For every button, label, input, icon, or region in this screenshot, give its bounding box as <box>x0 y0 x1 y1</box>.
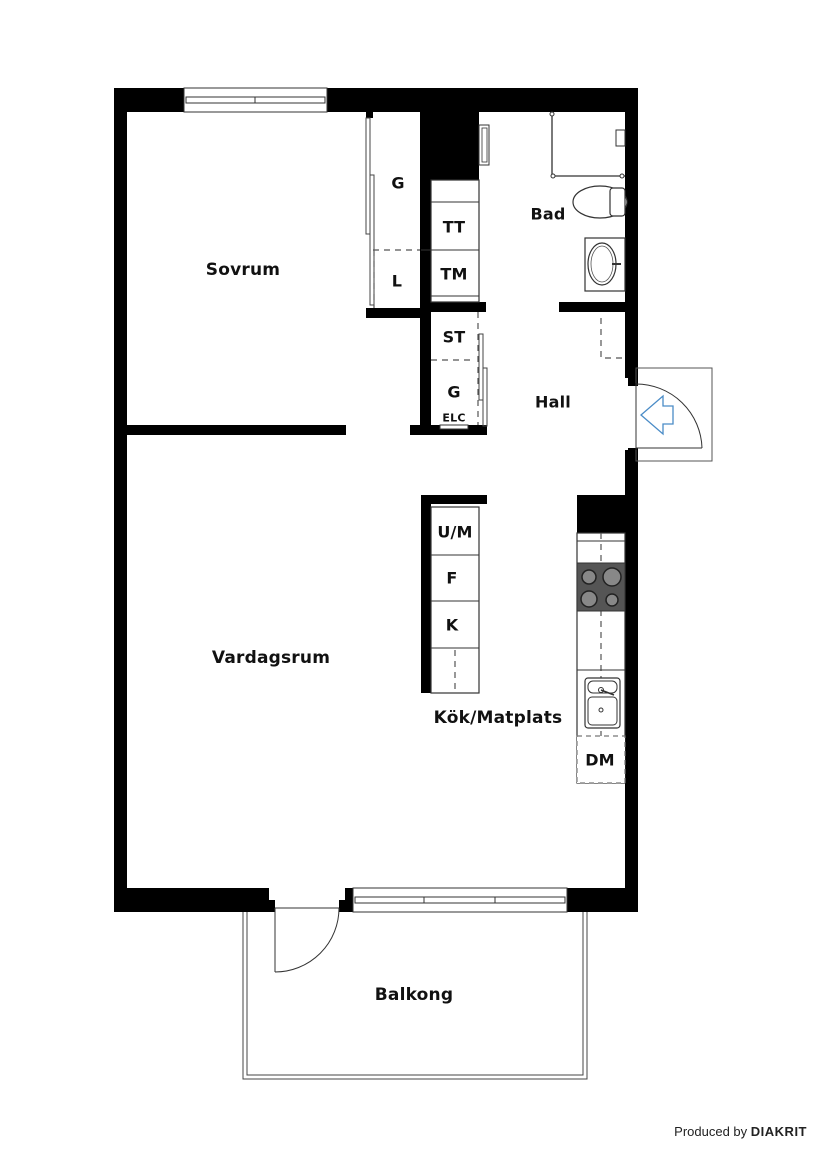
storage-label-l: L <box>391 271 403 291</box>
interior-walls <box>127 112 625 693</box>
room-label-sovrum: Sovrum <box>205 260 281 280</box>
room-label-balkong: Balkong <box>374 985 454 1005</box>
entrance-door <box>635 367 713 462</box>
produced-by-text: Produced by <box>674 1124 748 1139</box>
window-bedroom <box>183 87 328 113</box>
appliance-label-um: U/M <box>437 522 473 542</box>
room-label-bad: Bad <box>530 204 566 224</box>
appliance-label-f: F <box>446 568 458 588</box>
hall-cabinets <box>421 179 488 430</box>
appliance-label-k: K <box>445 615 459 635</box>
balcony <box>242 907 588 1080</box>
kitchen-island <box>430 506 480 694</box>
bedroom-closet <box>365 117 420 308</box>
produced-by-credit: Produced by DIAKRIT <box>674 1124 807 1139</box>
brand-logo-text: DIAKRIT <box>750 1124 807 1139</box>
entrance-arrow-icon <box>640 394 674 436</box>
appliance-label-tt: TT <box>442 217 466 237</box>
kitchen-counter <box>576 532 626 784</box>
outer-walls <box>114 88 638 912</box>
room-label-vardagsrum: Vardagsrum <box>211 648 331 668</box>
appliance-label-tm: TM <box>440 264 468 284</box>
storage-label-g-hall: G <box>447 382 461 402</box>
room-label-hall: Hall <box>535 392 571 412</box>
storage-label-st: ST <box>442 327 466 347</box>
storage-label-elc: ELC <box>442 411 466 425</box>
bathroom-fixtures <box>478 111 628 292</box>
window-living-room <box>352 887 568 913</box>
room-label-kok-matplats: Kök/Matplats <box>433 708 563 728</box>
storage-label-g-bedroom: G <box>391 173 405 193</box>
hall-dashed-area <box>600 318 625 359</box>
appliance-label-dm: DM <box>585 750 615 770</box>
